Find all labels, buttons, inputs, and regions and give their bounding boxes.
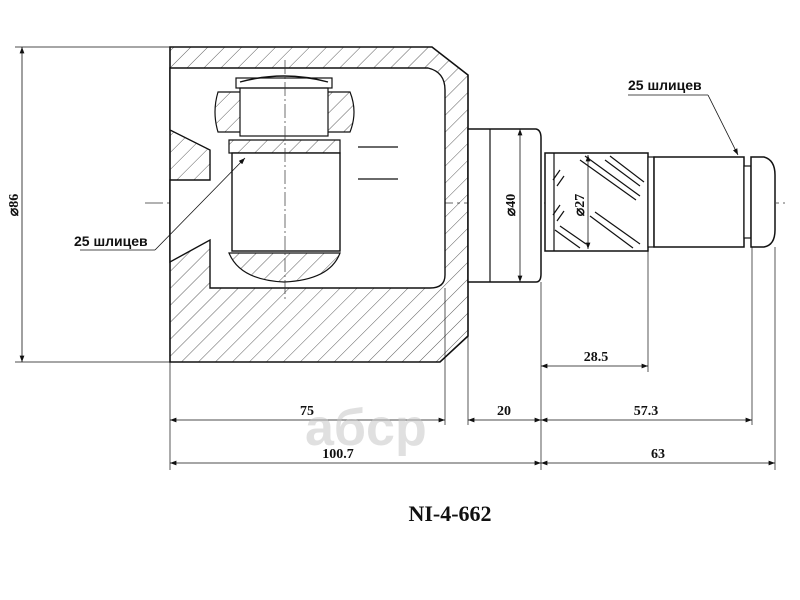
splines-outer-label: 25 шлицев [628,77,702,93]
dim-diameter-86-label: ⌀86 [7,194,22,216]
dim-diameter-27-label: ⌀27 [573,194,588,216]
shaft-collar [467,128,542,283]
watermark: aбcp [305,399,427,457]
splines-outer-callout: 25 шлицев [628,77,739,156]
dim-28-5: 28.5 [584,350,609,365]
splines-inner-callout: 25 шлицев [74,157,246,251]
dim-20: 20 [497,404,511,419]
dim-100-7: 100.7 [322,447,354,462]
dim-75: 75 [300,404,314,419]
splines-inner-label: 25 шлицев [74,233,148,249]
dim-57-3: 57.3 [634,404,659,419]
dim-diameter-86: ⌀86 [7,46,170,363]
dim-diameter-40-label: ⌀40 [504,194,519,216]
dim-63: 63 [651,447,665,462]
spline-shaft [544,152,776,252]
tripod-roller [214,60,398,300]
part-number: NI-4-662 [408,501,491,526]
